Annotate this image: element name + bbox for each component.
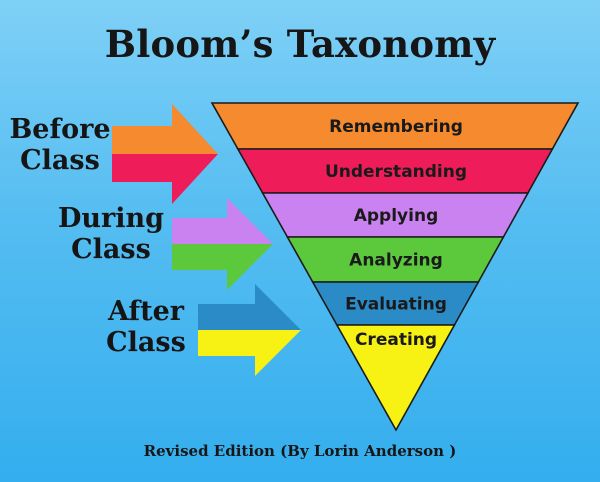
- diagram-footer: Revised Edition (By Lorin Anderson ): [143, 442, 457, 460]
- arrow-3-upper: [198, 284, 301, 330]
- arrow-1-upper: [112, 104, 218, 154]
- phase-label-line2: Class: [20, 145, 100, 176]
- arrow-2-upper: [172, 198, 273, 244]
- pyramid-level-label: Evaluating: [345, 295, 447, 315]
- pyramid-level-label: Applying: [354, 206, 439, 226]
- pyramid-level-label: Creating: [355, 330, 437, 350]
- phase-label-line2: Class: [106, 327, 186, 358]
- diagram-title: Bloom’s Taxonomy: [104, 22, 496, 66]
- phase-label-line1: After: [108, 296, 184, 327]
- phase-label-line1: Before: [9, 114, 111, 145]
- arrow-2-lower: [172, 244, 273, 290]
- phase-label-before-class: Before Class: [6, 114, 114, 176]
- pyramid-level-label: Understanding: [325, 162, 467, 182]
- arrow-3-lower: [198, 330, 301, 376]
- phase-label-during-class: During Class: [46, 203, 176, 265]
- pyramid-level-creating: [335, 324, 456, 432]
- inverted-pyramid: RememberingUnderstandingApplyingAnalyzin…: [210, 102, 580, 432]
- pyramid-level-label: Remembering: [329, 117, 463, 137]
- phase-label-after-class: After Class: [94, 296, 198, 358]
- arrows-group: [112, 104, 301, 376]
- pyramid-level-label: Analyzing: [349, 251, 443, 271]
- arrow-1-lower: [112, 154, 218, 204]
- phase-label-line1: During: [57, 203, 165, 234]
- phase-label-line2: Class: [71, 234, 151, 265]
